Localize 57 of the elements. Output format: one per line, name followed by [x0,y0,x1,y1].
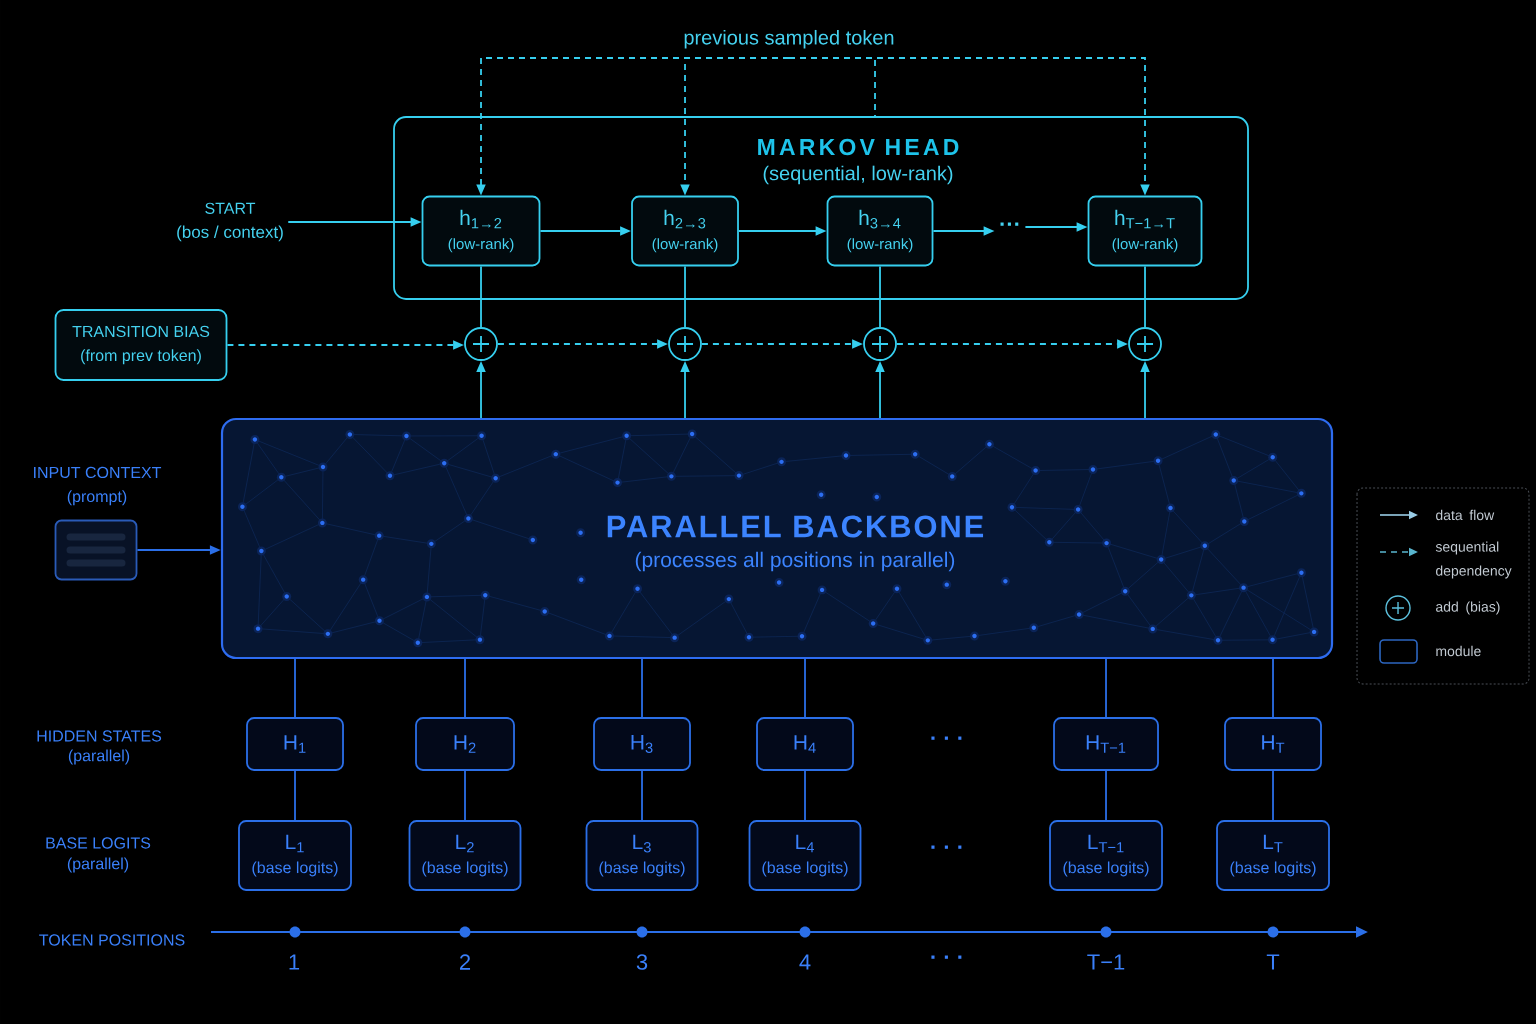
connector-line [684,265,686,328]
legend-text: add (bias) [1436,601,1500,615]
state-box: h$_{3→4}$ (low-rank) [826,195,934,267]
connector-line [294,658,296,718]
connector-line [879,265,881,328]
state-box: h$_{1→2}$ (low-rank) [421,195,541,267]
logits-box: L$_{4}$ (base logits) [748,820,862,891]
ellipsis: · · · [931,736,962,740]
row-label: BASE LOGITS [46,837,151,849]
logits-box: L$_{T−1}$ (base logits) [1049,820,1163,891]
ellipsis: · · · [931,955,962,959]
connector-line [804,770,806,821]
connector-line [1105,658,1107,718]
logits-box: L$_{T}$ (base logits) [1216,820,1330,891]
position-number: 1 [289,954,300,970]
hidden-state-box: H$_{T}$ [1224,717,1322,771]
connector-line [641,770,643,821]
logits-box: L$_{2}$ (base logits) [408,820,522,891]
ellipsis: ··· [1000,222,1019,226]
legend-text: sequential dependency [1435,541,1512,579]
position-number: 3 [636,954,648,970]
heading-text: INPUT CONTEXT (prompt) [34,466,162,506]
backbone-box: PARALLEL BACKBONE (processes all positions in parallel) [220,417,1334,660]
logits-box: L$_{3}$ (base logits) [585,820,699,891]
position-number: T [1266,954,1280,970]
row-label: TOKEN POSITIONS [39,934,185,946]
connector-line [294,770,296,821]
state-box: h$_{2→3}$ (low-rank) [631,195,739,267]
connector-line [641,658,643,718]
start-label: START (bos / context) [177,202,283,242]
hidden-state-box: H$_{4}$ [756,717,854,771]
row-label: HIDDEN STATES [37,730,162,742]
hidden-state-box: H$_{3}$ [593,717,691,771]
hidden-state-box: H$_{1}$ [246,717,344,771]
caption-text: previous sampled token [684,29,894,49]
connector-line [464,658,466,718]
row-label: (parallel) [67,857,129,873]
connector-line [464,770,466,821]
state-box: h$_{T−1→T}$ (low-rank) [1087,195,1203,267]
legend-text: module [1436,645,1481,657]
connector-line [1105,770,1107,821]
connector-line [1144,265,1146,328]
ellipsis: · · · [931,845,962,849]
connector-line [1272,770,1274,821]
position-number: T−1 [1087,954,1125,970]
hidden-state-box: H$_{T−1}$ [1053,717,1159,771]
position-number: 4 [799,954,811,970]
connector-line [480,265,482,328]
bias-box: TRANSITION BIAS (from prev token) [54,309,228,381]
row-label: (parallel) [68,749,130,765]
legend-text: data flow [1436,509,1495,521]
connector-line [804,658,806,718]
hidden-state-box: H$_{2}$ [415,717,515,771]
add-circle [668,327,702,361]
logits-box: L$_{1}$ (base logits) [238,820,352,891]
position-number: 2 [460,954,471,970]
connector-line [1272,658,1274,718]
